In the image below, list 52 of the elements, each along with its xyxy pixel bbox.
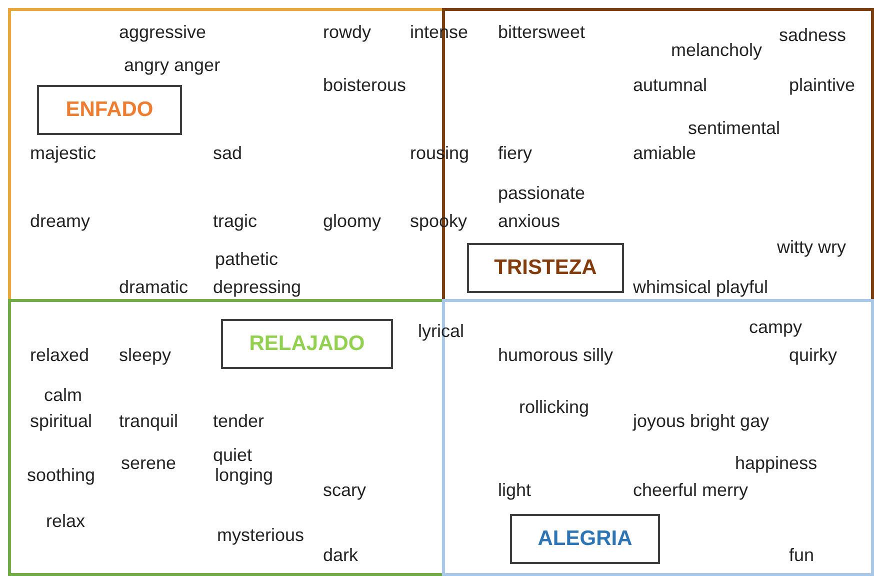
category-label: ALEGRIA [510, 514, 660, 564]
mood-word: sleepy [119, 344, 172, 366]
mood-word: amiable [633, 142, 696, 164]
mood-word: pathetic [215, 248, 278, 270]
category-label: ENFADO [37, 85, 182, 135]
mood-word: relaxed [30, 344, 90, 366]
mood-word: scary [323, 479, 366, 501]
category-label: TRISTEZA [467, 243, 624, 293]
mood-word: gloomy [323, 210, 382, 232]
mood-word: rowdy [323, 21, 372, 43]
mood-word: calm [44, 384, 82, 406]
mood-word: tender [213, 410, 264, 432]
mood-word: dramatic [119, 276, 188, 298]
mood-word: witty wry [777, 236, 846, 258]
mood-word: fun [789, 544, 814, 566]
mood-word: campy [749, 316, 802, 338]
mood-word: lyrical [418, 320, 464, 342]
mood-word: anxious [498, 210, 560, 232]
mood-word: whimsical playful [633, 276, 768, 298]
mood-word: soothing [27, 464, 96, 486]
mood-word: joyous bright gay [633, 410, 770, 432]
mood-word: light [498, 479, 532, 501]
mood-word: angry anger [124, 54, 220, 76]
mood-word: aggressive [119, 21, 206, 43]
mood-word: dark [323, 544, 358, 566]
mood-word: autumnal [633, 74, 708, 96]
mood-word: sadness [779, 24, 846, 46]
mood-word: sentimental [688, 117, 780, 139]
mood-word: tragic [213, 210, 258, 232]
mood-word: fiery [498, 142, 532, 164]
mood-word: passionate [498, 182, 586, 204]
mood-word: depressing [213, 276, 302, 298]
mood-word: tranquil [119, 410, 178, 432]
mood-word: boisterous [323, 74, 406, 96]
mood-word: bittersweet [498, 21, 586, 43]
mood-word: relax [46, 510, 86, 532]
category-label: RELAJADO [221, 319, 393, 369]
mood-word: humorous silly [498, 344, 614, 366]
mood-word: quirky [789, 344, 838, 366]
mood-word: majestic [30, 142, 96, 164]
mood-word: mysterious [217, 524, 304, 546]
mood-word: happiness [735, 452, 818, 474]
mood-word: dreamy [30, 210, 90, 232]
mood-word: serene [121, 452, 176, 474]
mood-word: melancholy [671, 39, 762, 61]
mood-word: longing [215, 465, 274, 486]
mood-word: rollicking [519, 396, 590, 418]
mood-word: sad [213, 142, 242, 164]
mood-word: spiritual [30, 410, 92, 432]
mood-word: plaintive [789, 74, 856, 96]
mood-word: quiet [213, 444, 252, 466]
mood-word: cheerful merry [633, 479, 748, 501]
